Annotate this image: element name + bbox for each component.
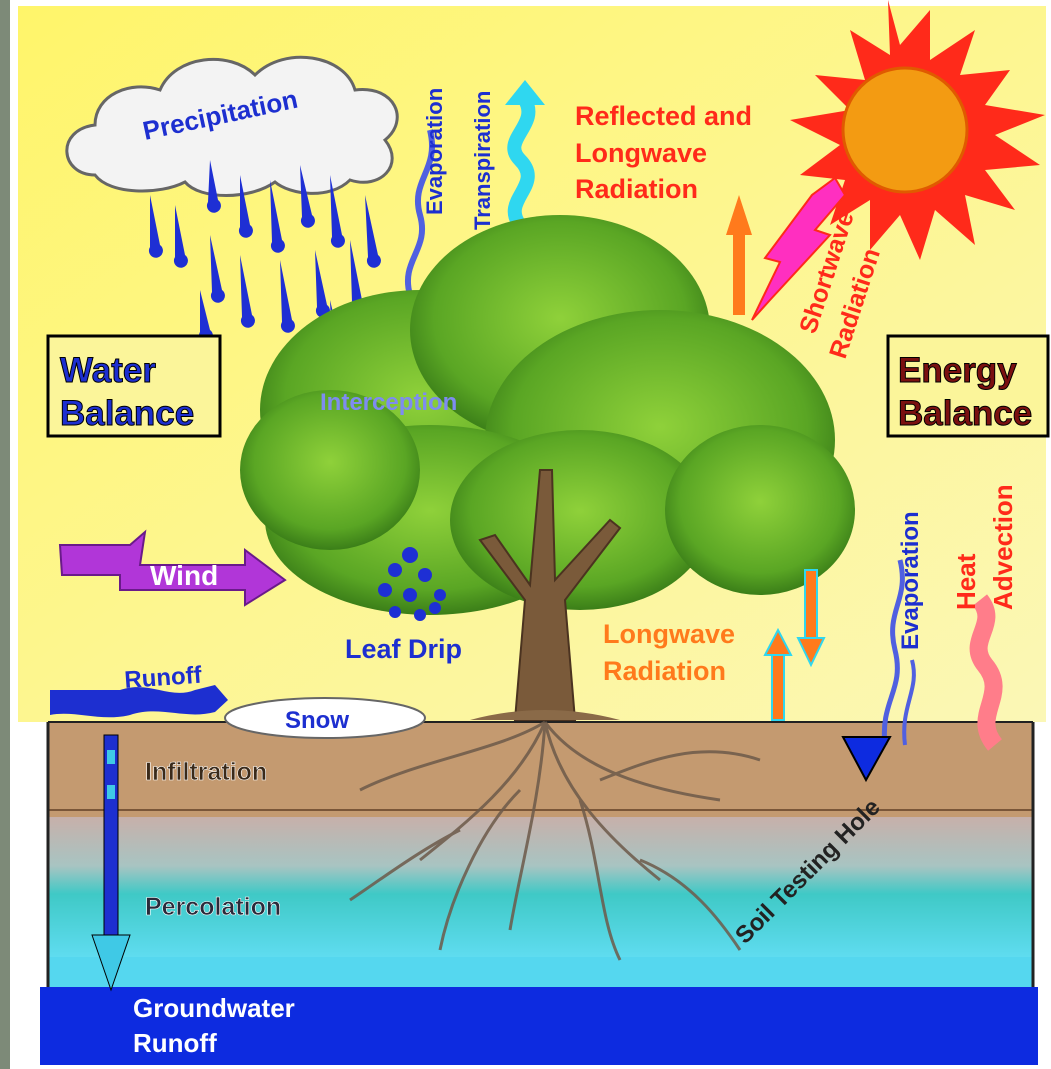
groundwater-label: Groundwater bbox=[133, 993, 295, 1023]
advection-label: Advection bbox=[988, 484, 1018, 610]
transpiration-label: Transpiration bbox=[470, 91, 495, 230]
longwave-top-label: Longwave bbox=[575, 138, 707, 168]
percolation-label: Percolation bbox=[145, 893, 281, 921]
heat-label: Heat bbox=[951, 553, 981, 610]
interception-label: Interception bbox=[320, 389, 457, 416]
soil-saturated-layer bbox=[48, 957, 1033, 987]
radiation-bottom-label: Radiation bbox=[603, 656, 726, 686]
energy-balance-label-line1: Energy bbox=[898, 351, 1017, 390]
heat-advection-arrow bbox=[979, 600, 995, 745]
groundwater-runoff-label: Runoff bbox=[133, 1028, 217, 1058]
wind-label: Wind bbox=[150, 560, 218, 591]
soil-percolation-layer bbox=[48, 817, 1033, 957]
snow-label: Snow bbox=[285, 707, 349, 734]
infiltration-label: Infiltration bbox=[145, 758, 267, 786]
leaf-drip-label: Leaf Drip bbox=[345, 634, 462, 664]
reflected-label: Reflected and bbox=[575, 101, 752, 131]
longwave-bottom-label: Longwave bbox=[603, 619, 735, 649]
runoff-label: Runoff bbox=[124, 662, 204, 694]
energy-balance-label-line2: Balance bbox=[898, 394, 1032, 433]
evaporation-right-label: Evaporation bbox=[897, 511, 924, 650]
evaporation-top-label: Evaporation bbox=[422, 88, 447, 215]
radiation-top-label: Radiation bbox=[575, 174, 698, 204]
water-balance-label-line2: Balance bbox=[60, 394, 194, 433]
water-balance-label-line1: Water bbox=[60, 351, 156, 390]
